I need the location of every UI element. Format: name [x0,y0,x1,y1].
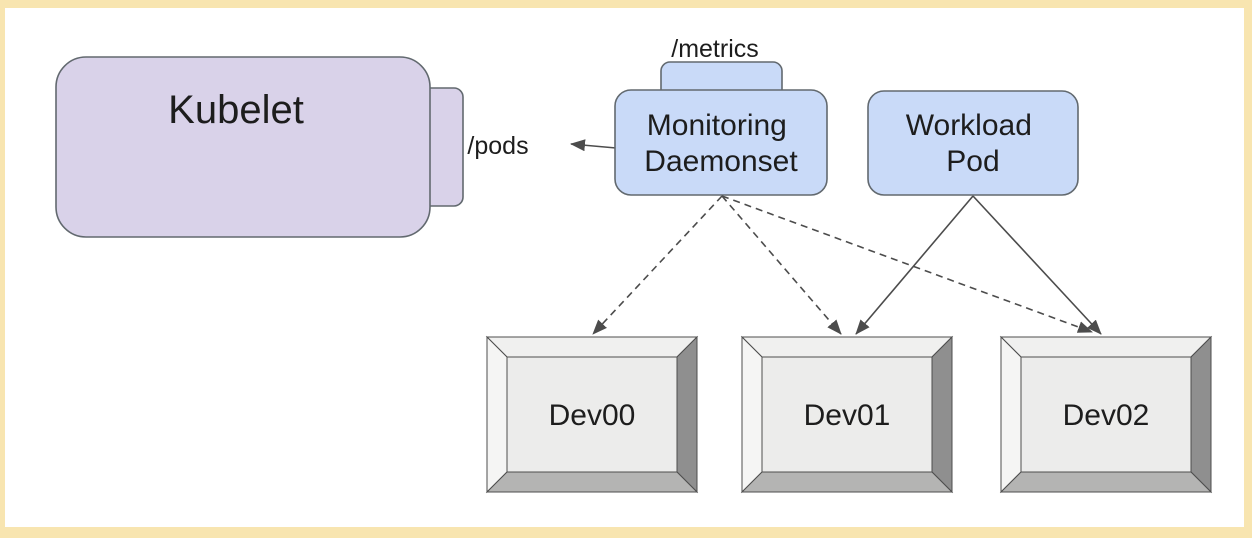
dev02-face [1020,356,1192,473]
dev02-frame-right-facet [1190,335,1212,494]
node-dev02: Dev02 [999,335,1213,494]
kubelet-box [55,56,431,238]
workload-pod-label: Workload Pod [906,109,1041,178]
node-workload-pod: Workload Pod [867,90,1079,196]
node-kubelet: Kubelet [55,56,464,238]
dev02-frame-top-facet [999,336,1213,358]
dev02-label: Dev02 [1063,399,1150,432]
monitoring-daemonset-box [614,89,828,196]
node-monitoring-daemonset: /metrics Monitoring Daemonset [614,35,828,196]
dev01-frame-right-facet [931,335,953,494]
page-border-top [0,0,1252,8]
kubelet-label: Kubelet [168,88,304,132]
edge-monitoring-dev02 [721,195,1093,333]
node-dev00: Dev00 [485,335,699,494]
monitoring-daemonset-label-line2: Daemonset [644,145,798,178]
edge-monitoring-to-pods [570,139,617,152]
dev01-frame-left-facet [741,335,763,494]
monitoring-daemonset-label: Monitoring Daemonset [644,109,798,178]
dev00-frame-left-facet [486,335,508,494]
dev01-face [761,356,933,473]
dev02-frame-bottom-facet [999,471,1213,493]
node-dev01: Dev01 [740,335,954,494]
dev01-frame-top-facet [740,336,954,358]
monitoring-daemonset-label-line1: Monitoring [647,109,787,142]
dev00-face [506,356,678,473]
workload-pod-label-line1: Workload [906,109,1032,142]
page-border-right [1244,0,1252,538]
dev00-label: Dev00 [549,399,636,432]
dev02-frame-left-facet [1000,335,1022,494]
page-border-bottom [0,527,1252,538]
edge-monitoring-dev01 [721,195,842,335]
dev01-label: Dev01 [804,399,891,432]
workload-pod-box [867,90,1079,196]
metrics-endpoint-label: /metrics [671,35,759,63]
dev00-frame-right-facet [676,335,698,494]
edge-workload-dev02 [972,195,1102,335]
page-border-left [0,0,5,538]
dev01-frame-bottom-facet [740,471,954,493]
edge-monitoring-dev00 [592,195,723,335]
workload-pod-label-line2: Pod [946,145,999,178]
pods-endpoint-label: /pods [467,132,528,160]
dev00-frame-bottom-facet [485,471,699,493]
dev00-frame-top-facet [485,336,699,358]
edges [592,195,1102,335]
edge-workload-dev01 [855,195,974,335]
